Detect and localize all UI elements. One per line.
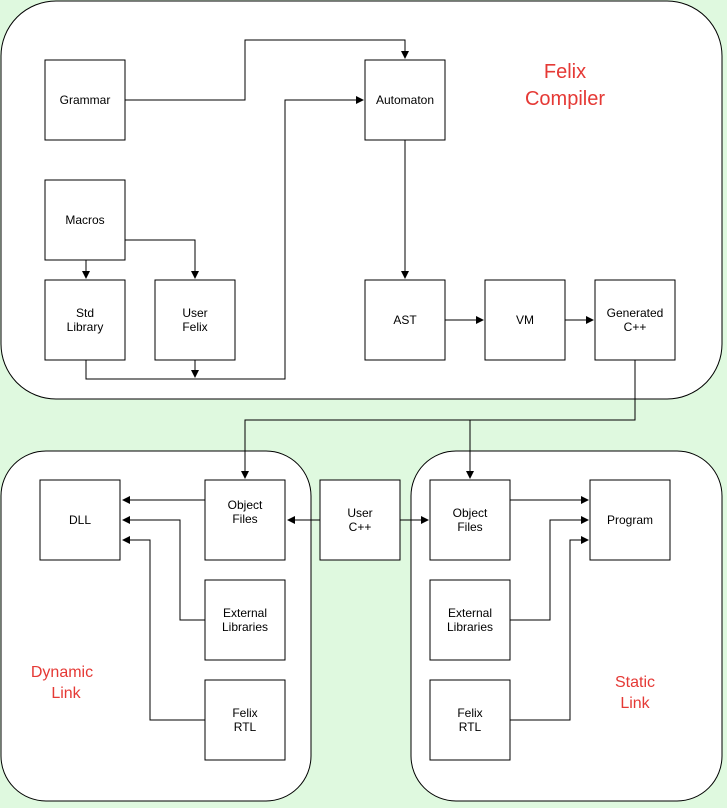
node-st-felix-rtl-box bbox=[429, 679, 511, 761]
node-st-felix-rtl-label-2: RTL bbox=[459, 720, 482, 734]
edge-grammar-automaton bbox=[125, 39, 409, 101]
edges bbox=[82, 39, 636, 721]
node-generated-cpp-box bbox=[594, 279, 676, 361]
node-user-felix-label-2: Felix bbox=[182, 320, 207, 334]
dynamic-link-label-line1: Dynamic bbox=[31, 664, 93, 681]
node-dll-label-1: DLL bbox=[69, 513, 91, 527]
node-user-cpp-label-2: C++ bbox=[349, 520, 372, 534]
node-user-cpp-label-1: User bbox=[347, 506, 372, 520]
node-vm: VM bbox=[484, 279, 566, 361]
node-dyn-object-files-box bbox=[204, 479, 286, 561]
node-std-library-label-2: Library bbox=[67, 320, 104, 334]
node-macros-box bbox=[44, 179, 126, 261]
node-dyn-external-libraries-label-2: Libraries bbox=[222, 620, 268, 634]
node-user-felix-box bbox=[154, 279, 236, 361]
node-macros: Macros bbox=[44, 179, 126, 261]
node-program-box bbox=[589, 479, 671, 561]
node-st-felix-rtl-label-1: Felix bbox=[457, 706, 482, 720]
edge-rtl-dll bbox=[122, 536, 205, 721]
edge-st-rtl-program bbox=[510, 536, 589, 721]
static-link-label-line2: Link bbox=[620, 695, 650, 712]
node-st-object-files-label-1: Object bbox=[453, 506, 488, 520]
node-vm-label-1: VM bbox=[516, 313, 534, 327]
edge-generated-objectfiles bbox=[241, 360, 636, 479]
nodes: GrammarMacrosStdLibraryUserFelixAutomato… bbox=[39, 59, 676, 761]
node-ast-box bbox=[364, 279, 446, 361]
node-dyn-external-libraries-label-1: External bbox=[223, 606, 267, 620]
node-st-external-libraries-box bbox=[429, 579, 511, 661]
dynamic-link-label-line2: Link bbox=[51, 685, 81, 702]
node-st-object-files-label-2: Files bbox=[457, 520, 482, 534]
static-link-label-line1: Static bbox=[615, 674, 655, 691]
node-ast-label-1: AST bbox=[393, 313, 417, 327]
node-program: Program bbox=[589, 479, 671, 561]
node-st-external-libraries-label-2: Libraries bbox=[447, 620, 493, 634]
node-dll-box bbox=[39, 479, 121, 561]
node-st-external-libraries-label-1: External bbox=[448, 606, 492, 620]
node-automaton: Automaton bbox=[364, 59, 446, 141]
node-dyn-felix-rtl-box bbox=[204, 679, 286, 761]
node-generated-cpp-label-1: Generated bbox=[607, 306, 664, 320]
felix-compiler-label-line2: Compiler bbox=[525, 88, 605, 110]
node-ast: AST bbox=[364, 279, 446, 361]
node-vm-box bbox=[484, 279, 566, 361]
node-program-label-1: Program bbox=[607, 513, 653, 527]
node-generated-cpp-label-2: C++ bbox=[624, 320, 647, 334]
node-grammar: Grammar bbox=[44, 59, 126, 141]
edge-macros-userfelix bbox=[125, 239, 199, 279]
node-macros-label-1: Macros bbox=[65, 213, 104, 227]
felix-compiler-label-line1: Felix bbox=[544, 61, 586, 83]
node-user-cpp-box bbox=[319, 479, 401, 561]
node-dyn-external-libraries-box bbox=[204, 579, 286, 661]
node-grammar-label-1: Grammar bbox=[60, 93, 111, 107]
node-automaton-label-1: Automaton bbox=[376, 93, 434, 107]
node-st-object-files-box bbox=[429, 479, 511, 561]
node-dyn-felix-rtl-label-1: Felix bbox=[232, 706, 257, 720]
edge-extlibs-dll bbox=[122, 516, 205, 621]
node-std-library-label-1: Std bbox=[76, 306, 94, 320]
node-std-library-box bbox=[44, 279, 126, 361]
edge-st-extlibs-program bbox=[510, 516, 589, 621]
node-user-felix-label-1: User bbox=[182, 306, 207, 320]
node-dll: DLL bbox=[39, 479, 121, 561]
node-dyn-object-files-label-1: Object bbox=[228, 498, 263, 512]
node-dyn-object-files-label-2: Files bbox=[232, 512, 257, 526]
node-dyn-felix-rtl-label-2: RTL bbox=[234, 720, 257, 734]
node-automaton-box bbox=[364, 59, 446, 141]
node-grammar-box bbox=[44, 59, 126, 141]
edge-libs-automaton bbox=[85, 96, 364, 380]
